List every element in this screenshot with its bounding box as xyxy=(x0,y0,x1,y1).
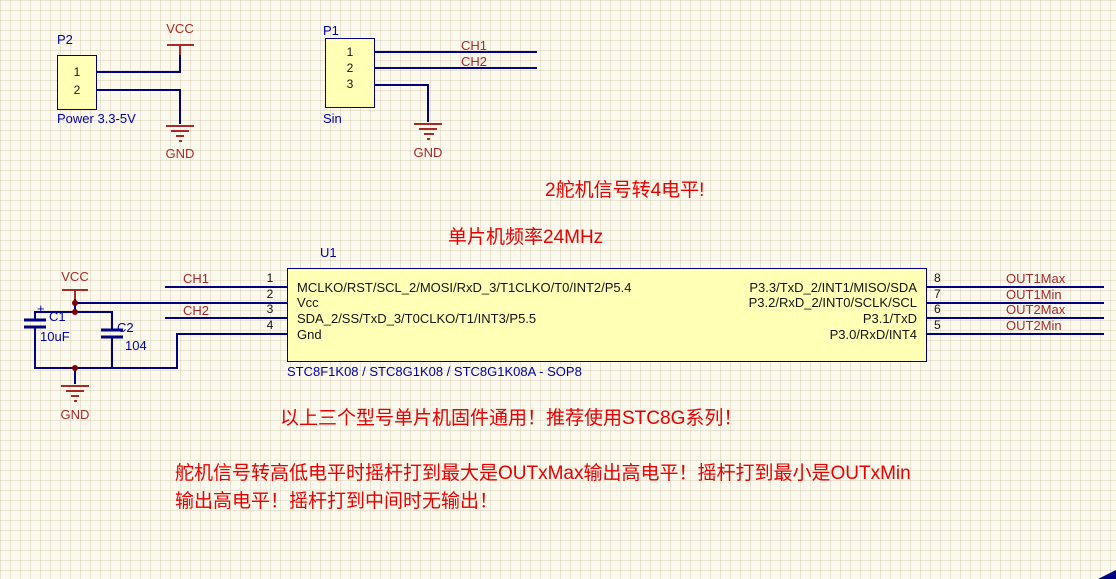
ch2-net-label-u1: CH2 xyxy=(183,303,210,318)
c2-capacitor-symbol[interactable] xyxy=(101,328,123,339)
gnd-net-label-p2: GND xyxy=(165,146,195,161)
ch2-net-label-p1: CH2 xyxy=(461,54,488,69)
vcc-net-label-p2: VCC xyxy=(166,21,194,36)
out1min-net-label: OUT1Min xyxy=(1006,287,1062,302)
mcu-u1-body[interactable] xyxy=(287,268,927,362)
p1-pin-1: 1 xyxy=(346,45,354,59)
out2max-net-label: OUT2Max xyxy=(1006,302,1066,317)
p1-comment: Sin xyxy=(323,111,342,126)
u1-pin4-number: 4 xyxy=(266,318,274,332)
u1-right-wires xyxy=(927,286,1104,335)
connector-p1-body[interactable] xyxy=(325,38,375,108)
out2min-net-label: OUT2Min xyxy=(1006,318,1062,333)
c1-polarity-plus-mark: + xyxy=(37,301,45,316)
out1max-net-label: OUT1Max xyxy=(1006,271,1066,286)
u1-pin7-number: 7 xyxy=(934,287,941,301)
behavior-note-line1: 舵机信号转高低电平时摇杆打到最大是OUTxMax输出高电平！摇杆打到最小是OUT… xyxy=(175,463,911,484)
u1-pin2-number: 2 xyxy=(266,287,274,301)
gnd-net-label-left: GND xyxy=(60,407,90,422)
u1-pin3-number: 3 xyxy=(266,302,274,316)
connector-p2-body[interactable] xyxy=(57,55,97,110)
u1-pin7-name: P3.2/RxD_2/INT0/SCLK/SCL xyxy=(748,295,917,310)
freq-note: 单片机频率24MHz xyxy=(448,227,604,248)
vcc-symbol-left xyxy=(62,289,88,299)
p1-wires xyxy=(375,51,537,122)
gnd-net-label-p1: GND xyxy=(413,145,443,160)
servo-note: 2舵机信号转4电平! xyxy=(545,180,705,201)
gnd-symbol-p1 xyxy=(414,123,442,140)
u1-pin5-number: 5 xyxy=(934,318,941,332)
u1-pin1-name: MCLKO/RST/SCL_2/MOSI/RxD_3/T1CLKO/T0/INT… xyxy=(297,280,632,295)
u1-pin4-name: Gnd xyxy=(297,327,322,342)
junction-dots xyxy=(72,300,78,371)
u1-pin8-number: 8 xyxy=(934,271,941,285)
u1-pin1-number: 1 xyxy=(266,271,274,285)
u1-pin2-name: Vcc xyxy=(297,295,319,310)
gnd-symbol-left xyxy=(61,385,89,402)
u1-pin8-name: P3.3/TxD_2/INT1/MISO/SDA xyxy=(749,280,917,295)
vcc-symbol-p2 xyxy=(167,44,194,55)
c1-designator: C1 xyxy=(49,309,66,324)
sheet-corner-mark xyxy=(1098,570,1116,579)
gnd-symbol-p2 xyxy=(166,125,194,142)
ch1-net-label-p1: CH1 xyxy=(461,38,488,53)
p2-wires xyxy=(97,54,181,124)
p2-pin-2: 2 xyxy=(73,83,81,97)
c2-designator: C2 xyxy=(117,320,134,335)
p2-designator: P2 xyxy=(57,32,73,47)
p1-pin-3: 3 xyxy=(346,77,354,91)
p1-designator: P1 xyxy=(323,23,339,38)
p2-comment: Power 3.3-5V xyxy=(57,111,136,126)
p1-pin-2: 2 xyxy=(346,61,354,75)
behavior-note-line2: 输出高电平！摇杆打到中间时无输出！ xyxy=(175,491,499,512)
c1-value: 10uF xyxy=(40,329,70,344)
u1-pin3-name: SDA_2/SS/TxD_3/T0CLKO/T1/INT3/P5.5 xyxy=(297,311,537,326)
vcc-net-label-left: VCC xyxy=(61,269,89,284)
u1-designator: U1 xyxy=(320,245,337,260)
ch1-net-label-u1: CH1 xyxy=(183,271,210,286)
c1-capacitor-symbol[interactable] xyxy=(24,318,46,329)
firmware-note: 以上三个型号单片机固件通用！推荐使用STC8G系列！ xyxy=(280,408,743,429)
p2-pin-1: 1 xyxy=(73,65,81,79)
u1-comment: STC8F1K08 / STC8G1K08 / STC8G1K08A - SOP… xyxy=(287,364,582,379)
u1-pin6-name: P3.1/TxD xyxy=(862,311,917,326)
u1-pin6-number: 6 xyxy=(934,302,941,316)
c2-value: 104 xyxy=(125,338,147,353)
u1-pin5-name: P3.0/RxD/INT4 xyxy=(829,327,917,342)
